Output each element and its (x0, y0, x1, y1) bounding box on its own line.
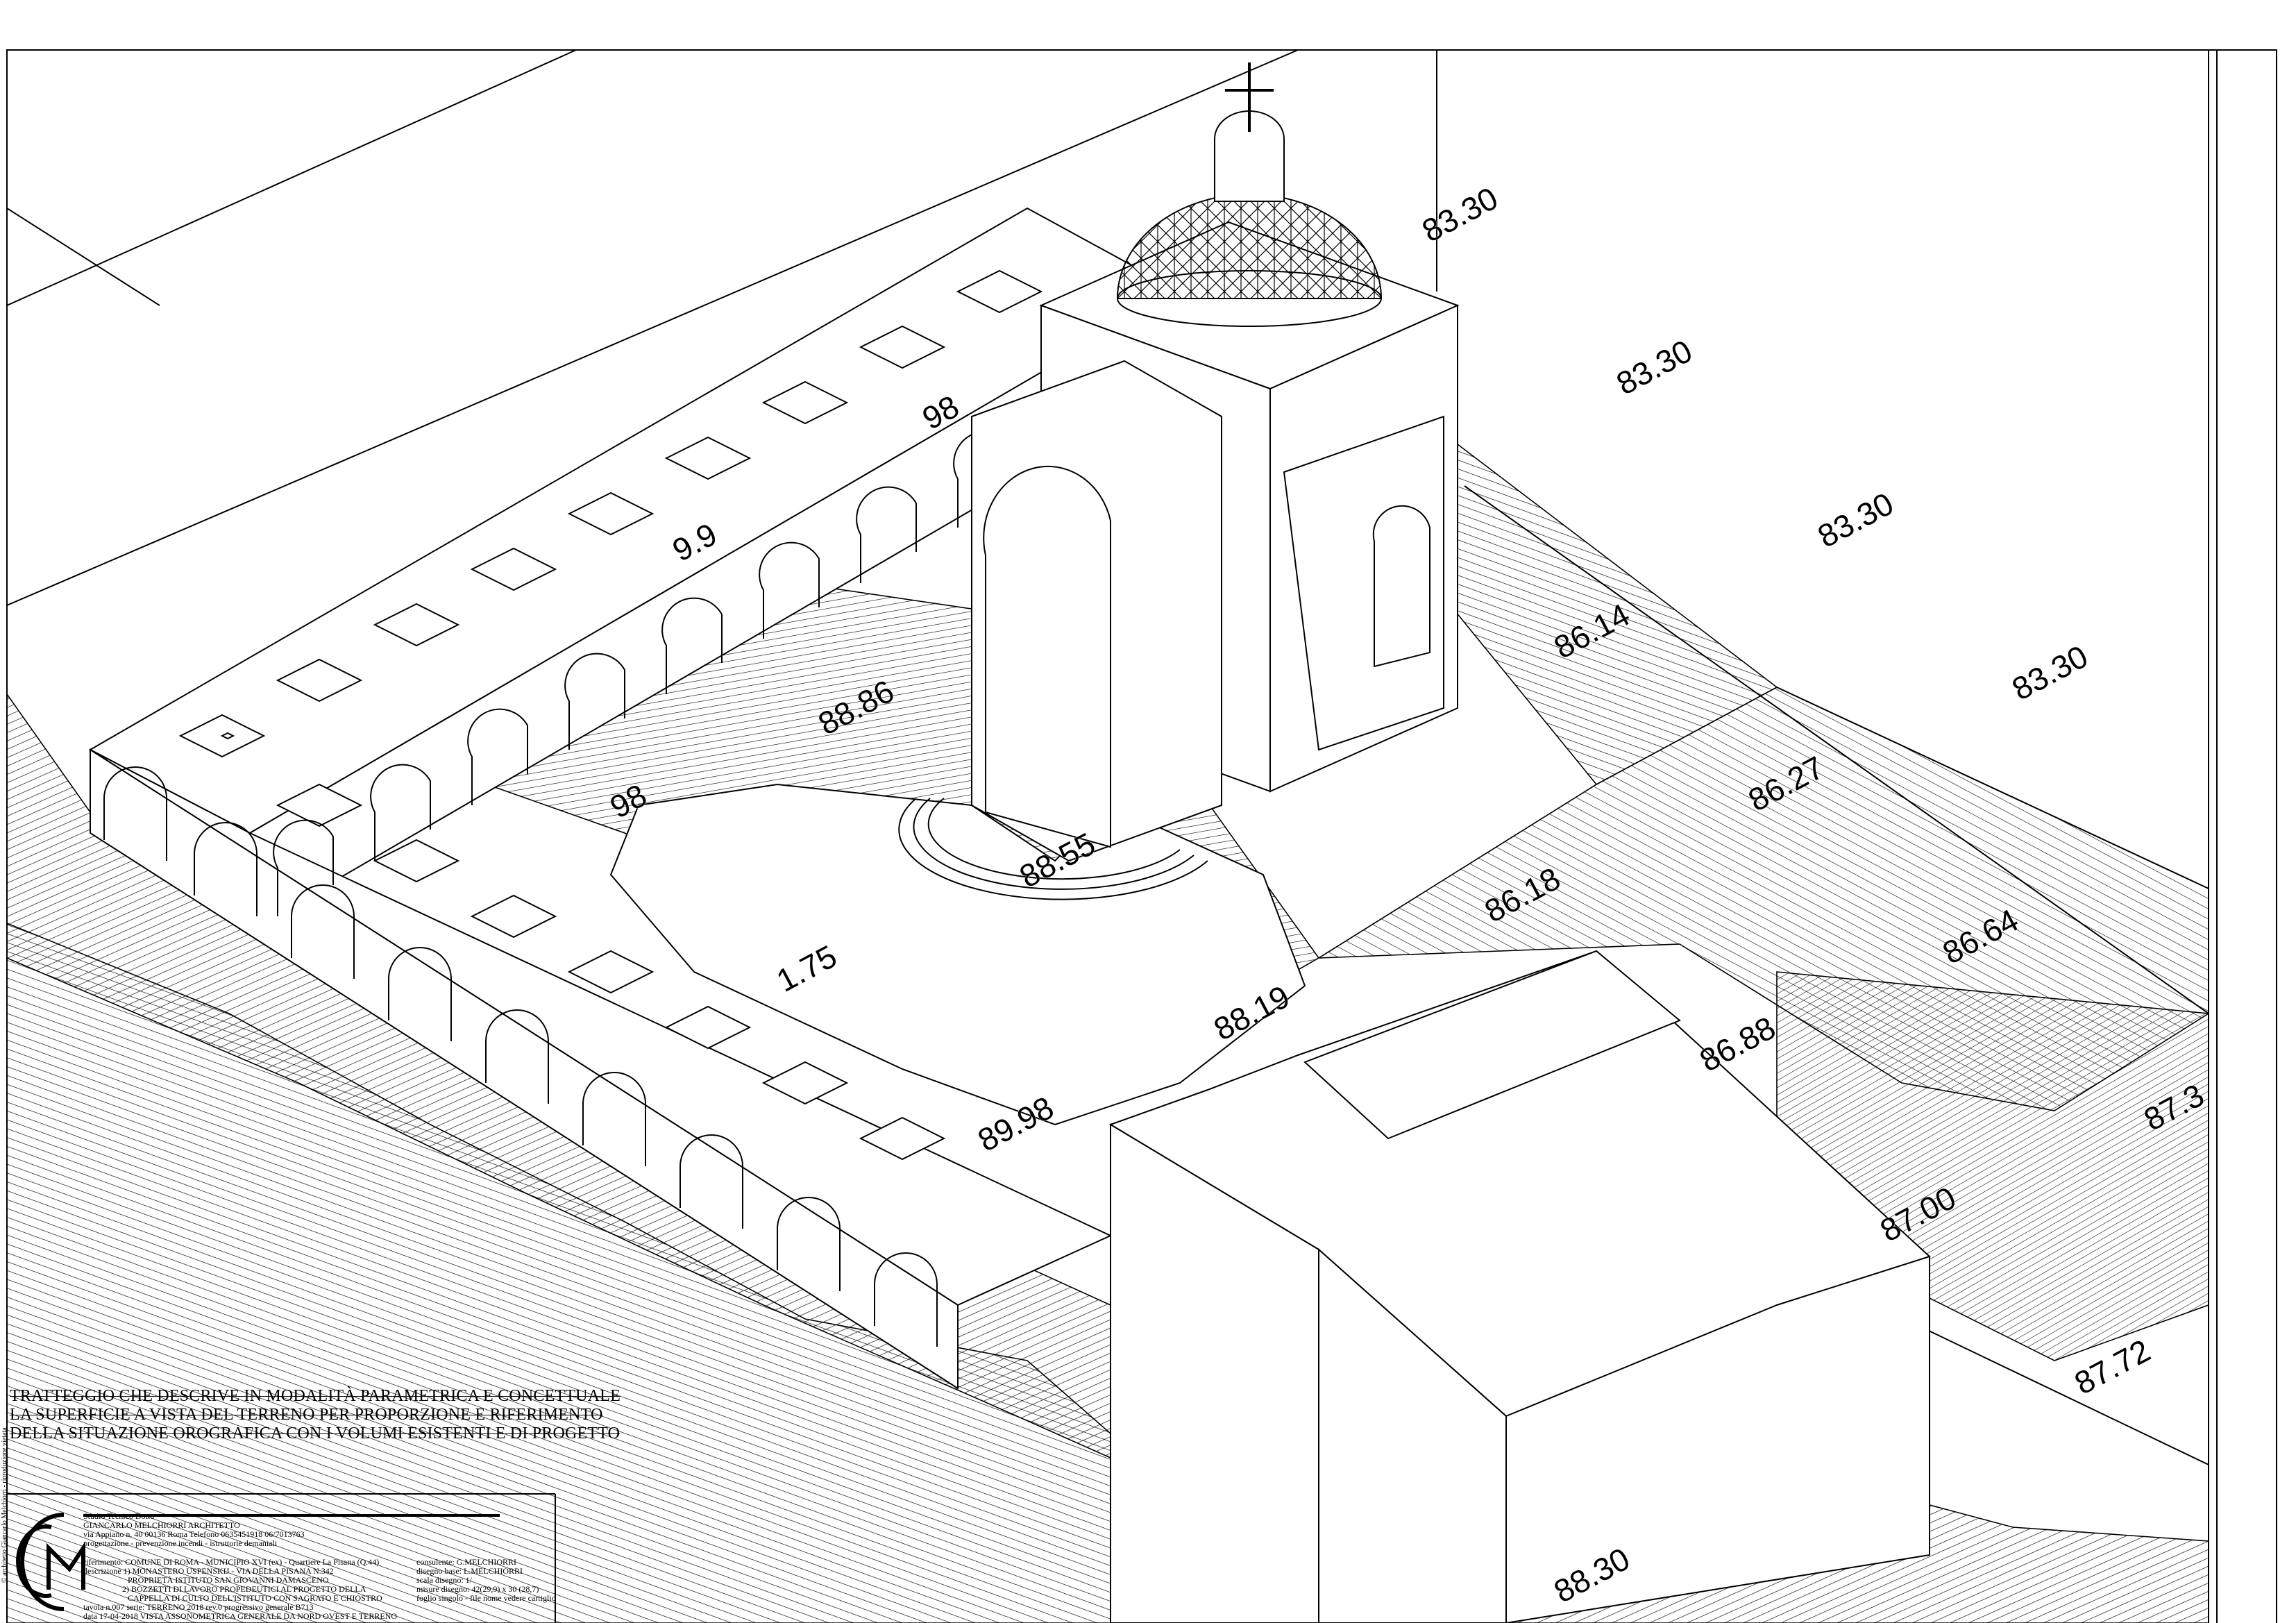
reference-line: PROPRIETÀ ISTITUTO SAN GIOVANNI DAMASCEN… (128, 1575, 329, 1585)
cloister-arches-north (273, 430, 1014, 916)
studio-line: progettazione - prevenzione incendi - is… (83, 1538, 278, 1548)
consultant-line: consulente: G.MELCHIORRI (416, 1557, 516, 1567)
side-copyright: © architetto Giancarlo Melchiorri - ripr… (0, 889, 10, 1583)
elevation-label: 86.88 (1694, 1009, 1781, 1079)
title-block-reference: riferimento: COMUNE DI ROMA - MUNICIPIO … (83, 1558, 410, 1621)
chapel-side-window (1372, 505, 1430, 668)
consultant-line: disegno base: L.MELCHIORRI (416, 1566, 523, 1576)
existing-building-east-face (1505, 1255, 1930, 1623)
reference-line: descrizione 1) MONASTERO USPENSKIJ - VIA… (83, 1566, 334, 1576)
reference-line: tavola n.007 serie: TERRENO 2018 rev.0 p… (83, 1602, 314, 1612)
reference-line: riferimento: COMUNE DI ROMA - MUNICIPIO … (83, 1557, 380, 1567)
elevation-label: 83.30 (1610, 333, 1698, 402)
elevation-label: 83.30 (1416, 180, 1503, 249)
existing-building-south-face (1318, 1247, 1507, 1623)
reference-line: CAPPELLA DI CULTO DELL'ISTITUTO CON SAGR… (128, 1593, 382, 1603)
parametric-note: TRATTEGGIO CHE DESCRIVE IN MODALITÀ PARA… (10, 1387, 634, 1443)
title-block-consultant: consulente: G.MELCHIORRI disegno base: L… (416, 1558, 562, 1603)
title-block: Studio Tecnico Dotto GIANCARLO MELCHIORR… (10, 1499, 565, 1621)
parametric-note-line: TRATTEGGIO CHE DESCRIVE IN MODALITÀ PARA… (10, 1387, 621, 1405)
cloister-skylights (178, 269, 1043, 1161)
existing-building-annex (1303, 950, 1681, 1140)
consultant-line: scala disegno: 1/ (416, 1575, 472, 1585)
consultant-line: foglio singolo - file nome vedere cartig… (416, 1593, 556, 1603)
title-block-studio: Studio Tecnico Dotto GIANCARLO MELCHIORR… (83, 1512, 375, 1548)
cross-icon (1225, 62, 1274, 132)
chapel-steps (898, 798, 1208, 900)
studio-line: Studio Tecnico Dotto (83, 1511, 155, 1521)
parametric-note-line: LA SUPERFICIE A VISTA DEL TERRENO PER PR… (10, 1406, 603, 1424)
studio-line: via Appiano n. 40 00136 Roma Telefono 06… (83, 1529, 305, 1539)
elevation-label: 83.30 (2006, 638, 2093, 707)
elevation-label: 83.30 (1812, 485, 1899, 555)
cloister-wing-south-front (90, 748, 959, 1390)
side-copyright-text: © architetto Giancarlo Melchiorri - ripr… (1, 1427, 8, 1583)
cloister (88, 207, 1182, 1390)
consultant-line: misure disegno: 42(29,9) x 30 (28,7) (416, 1584, 539, 1594)
parametric-note-line: DELLA SITUAZIONE OROGRAFICA CON I VOLUMI… (10, 1424, 621, 1443)
reference-line: data 17-04-2018 VISTA ASSONOMETRICA GENE… (83, 1611, 398, 1621)
dome (1116, 194, 1383, 299)
studio-line: GIANCARLO MELCHIORRI ARCHITETTO (83, 1520, 240, 1530)
cloister-arches-south (103, 766, 938, 1347)
title-block-frame (7, 1493, 556, 1623)
existing-building-west-face (1110, 1123, 1319, 1623)
chapel (898, 62, 1460, 900)
lantern (1214, 110, 1285, 202)
chapel-apse-bay (1283, 415, 1444, 751)
reference-line: 2) BOZZETTI DI LAVORO PROPEDEUTICI AL PR… (122, 1584, 366, 1594)
studio-logo-icon (16, 1513, 85, 1611)
existing-building (1108, 950, 1931, 1623)
chapel-portal-arch (983, 465, 1111, 848)
